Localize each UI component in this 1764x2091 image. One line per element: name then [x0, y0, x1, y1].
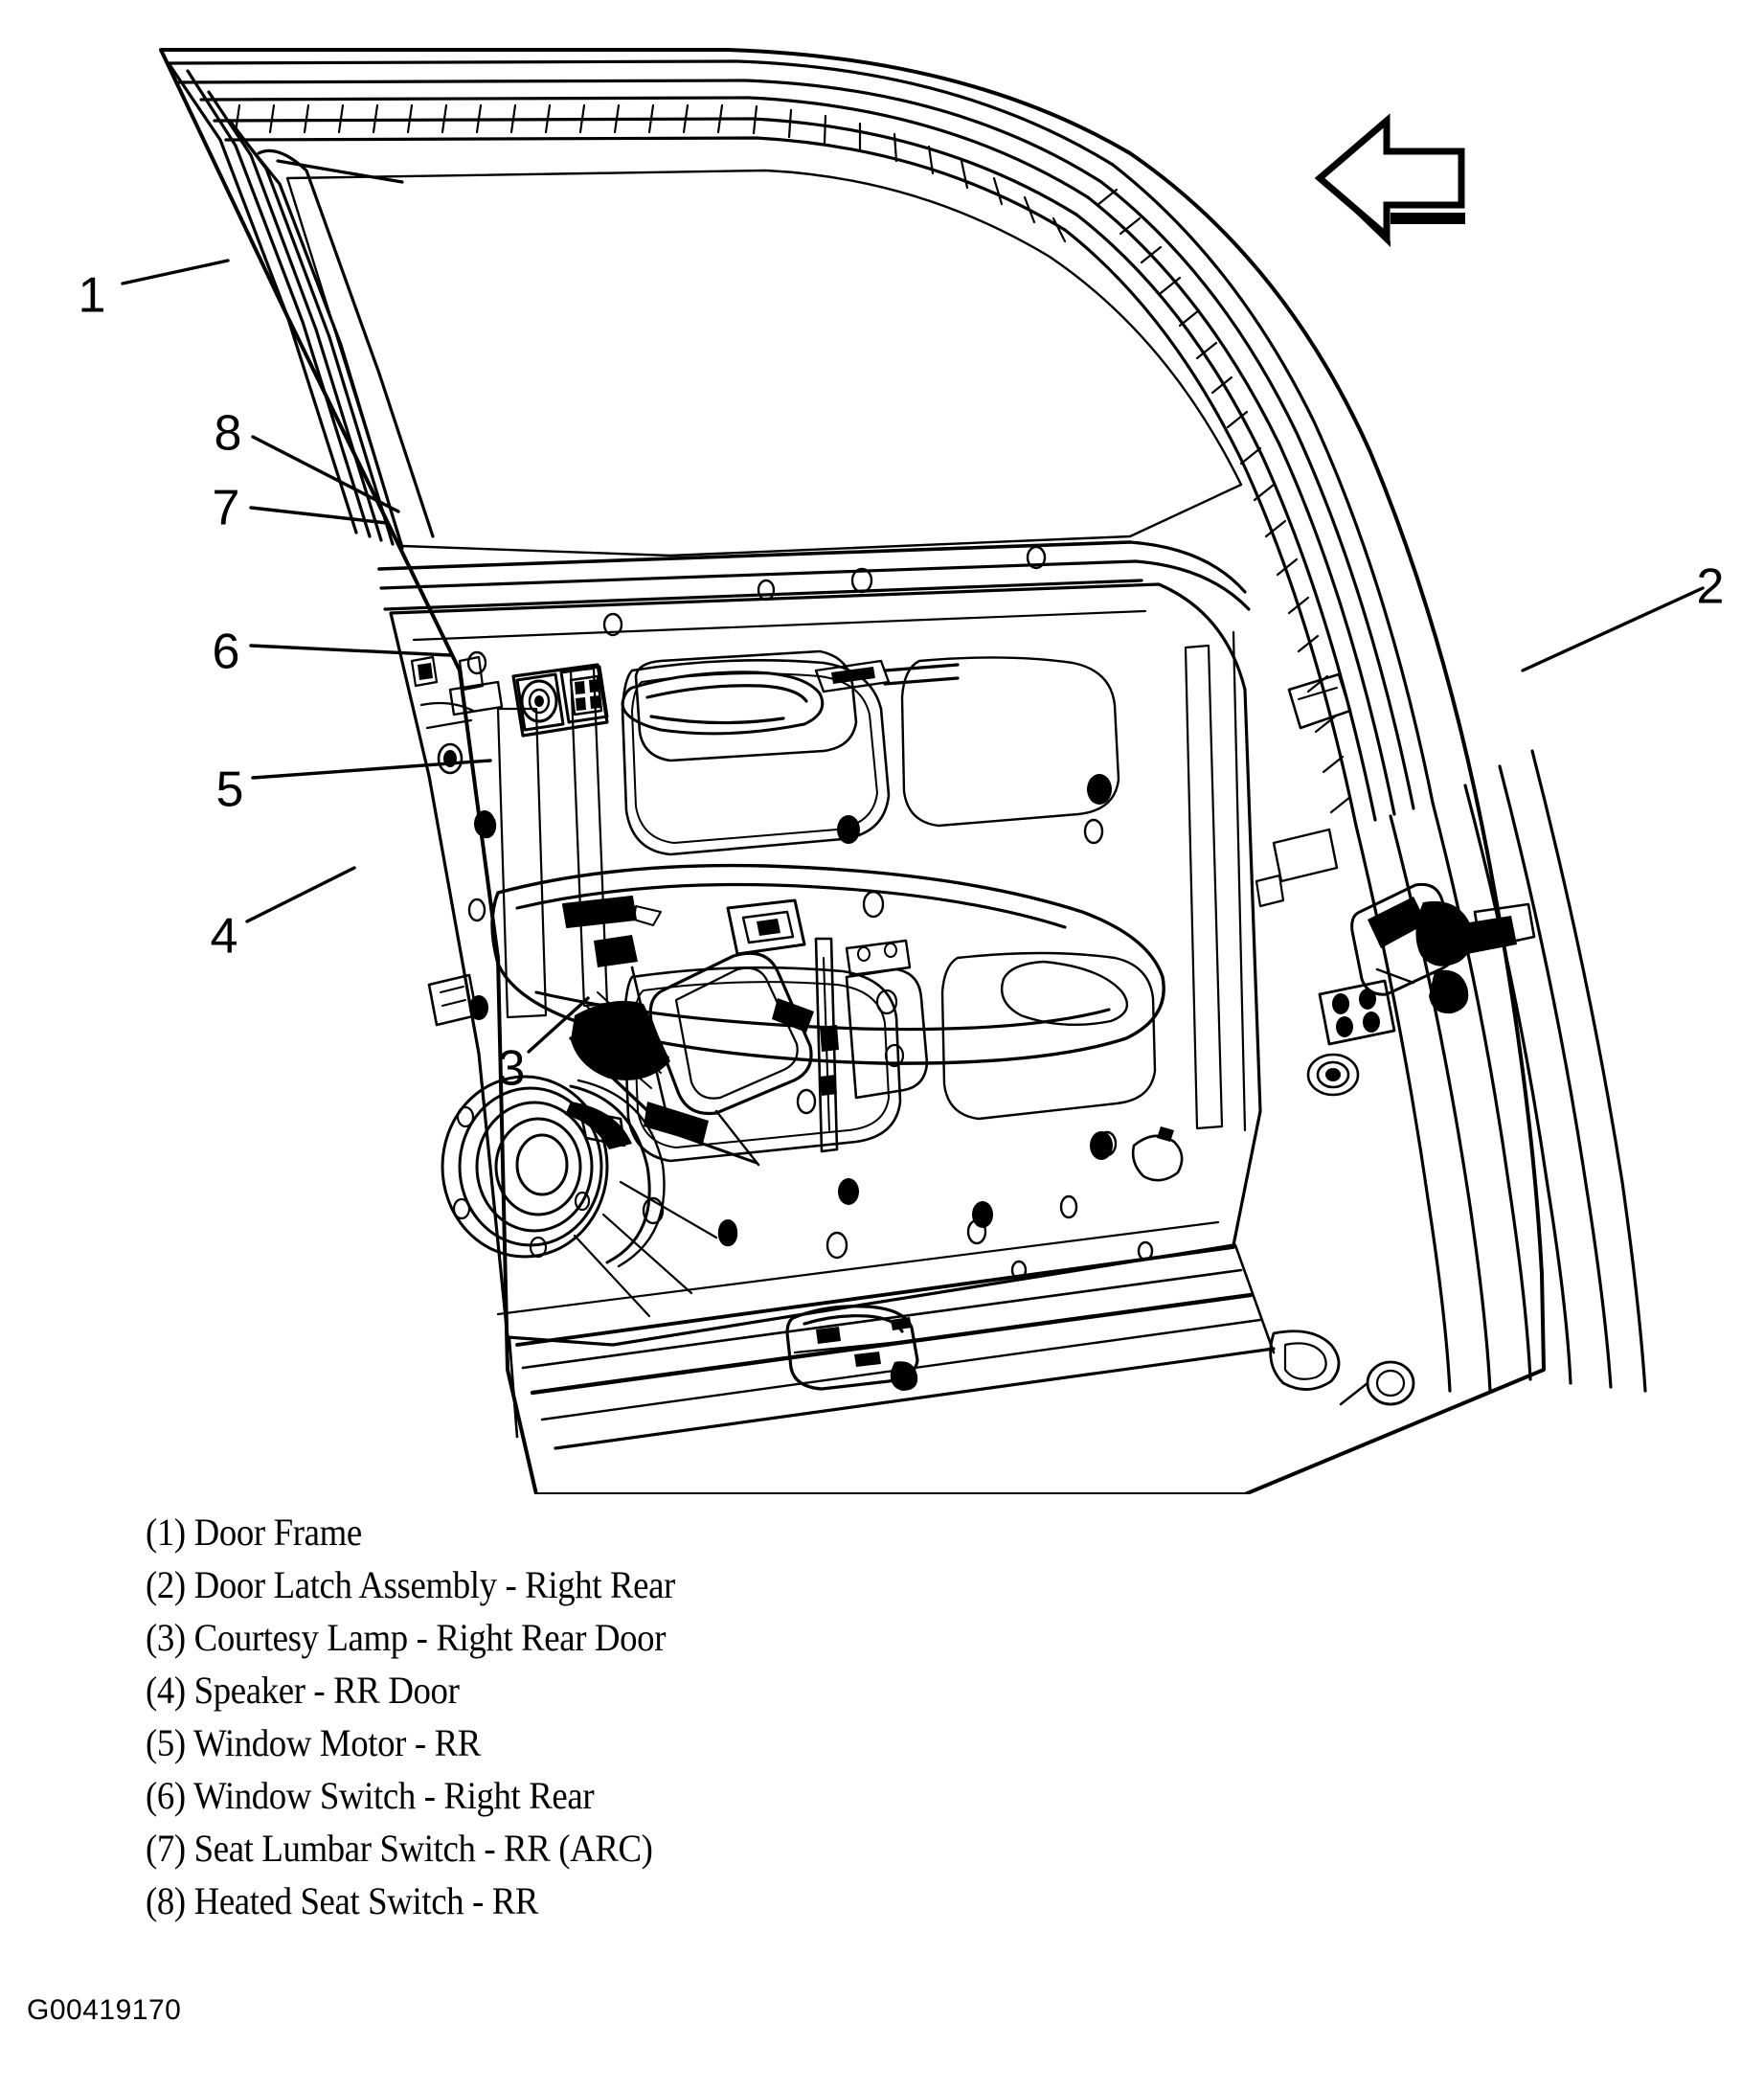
callout-number-4: 4	[211, 909, 238, 965]
figure-illustration: 1 2 3 4 5 6 7 8	[0, 0, 1764, 1494]
callout-number-3: 3	[498, 1041, 526, 1097]
legend-item: (6) Window Switch - Right Rear	[146, 1774, 595, 1817]
callout-leader-5	[251, 759, 492, 780]
callout-leader-3	[527, 996, 590, 1054]
callout-number-1: 1	[79, 268, 106, 324]
legend-item: (8) Heated Seat Switch - RR	[146, 1879, 539, 1922]
callout-leaders	[121, 259, 1705, 1054]
callout-leader-1	[121, 259, 230, 285]
drawing-background	[0, 0, 1764, 1494]
legend-item: (7) Seat Lumbar Switch - RR (ARC)	[146, 1827, 653, 1870]
callout-number-6: 6	[213, 625, 240, 680]
callout-leader-8	[251, 435, 400, 513]
legend-item: (5) Window Motor - RR	[146, 1721, 481, 1764]
callout-leader-4	[245, 866, 356, 923]
legend-item: (3) Courtesy Lamp - Right Rear Door	[146, 1616, 667, 1659]
legend-item: (4) Speaker - RR Door	[146, 1669, 460, 1712]
callout-number-7: 7	[213, 481, 240, 536]
legend-item: (1) Door Frame	[146, 1511, 362, 1554]
door-outline-group	[159, 48, 1647, 1494]
callout-leader-7	[249, 506, 389, 525]
left-arrow-icon	[1314, 113, 1465, 247]
callout-leader-2	[1521, 586, 1705, 672]
callout-leader-6	[249, 644, 452, 657]
legend-item: (2) Door Latch Assembly - Right Rear	[146, 1563, 675, 1606]
callout-number-5: 5	[216, 762, 244, 818]
door-assembly-drawing: 1 2 3 4 5 6 7 8	[0, 0, 1764, 1494]
legend-list: (1) Door Frame (2) Door Latch Assembly -…	[146, 1506, 1295, 1927]
callout-number-2: 2	[1697, 559, 1725, 615]
callout-number-8: 8	[215, 406, 242, 462]
figure-id-code: G00419170	[27, 1994, 182, 2026]
callout-numbers: 1 2 3 4 5 6 7 8	[79, 268, 1725, 1097]
